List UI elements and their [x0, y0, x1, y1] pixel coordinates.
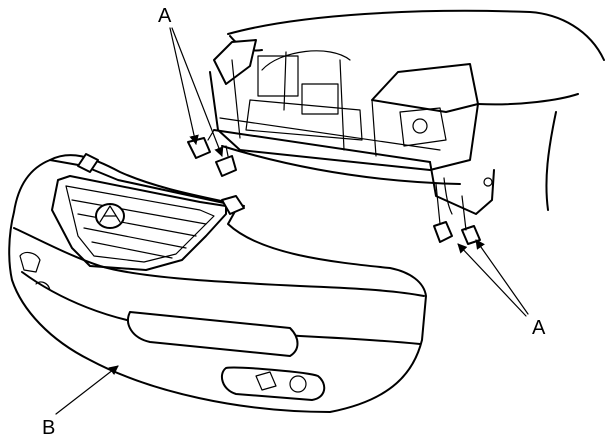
- front-bumper-cover: [8, 153, 427, 413]
- vehicle-front-end: [187, 9, 605, 245]
- label-clip-right: A: [532, 317, 546, 339]
- label-clip-top: A: [158, 5, 172, 27]
- label-bumper: B: [42, 417, 55, 439]
- callout-arrows: [55, 27, 529, 415]
